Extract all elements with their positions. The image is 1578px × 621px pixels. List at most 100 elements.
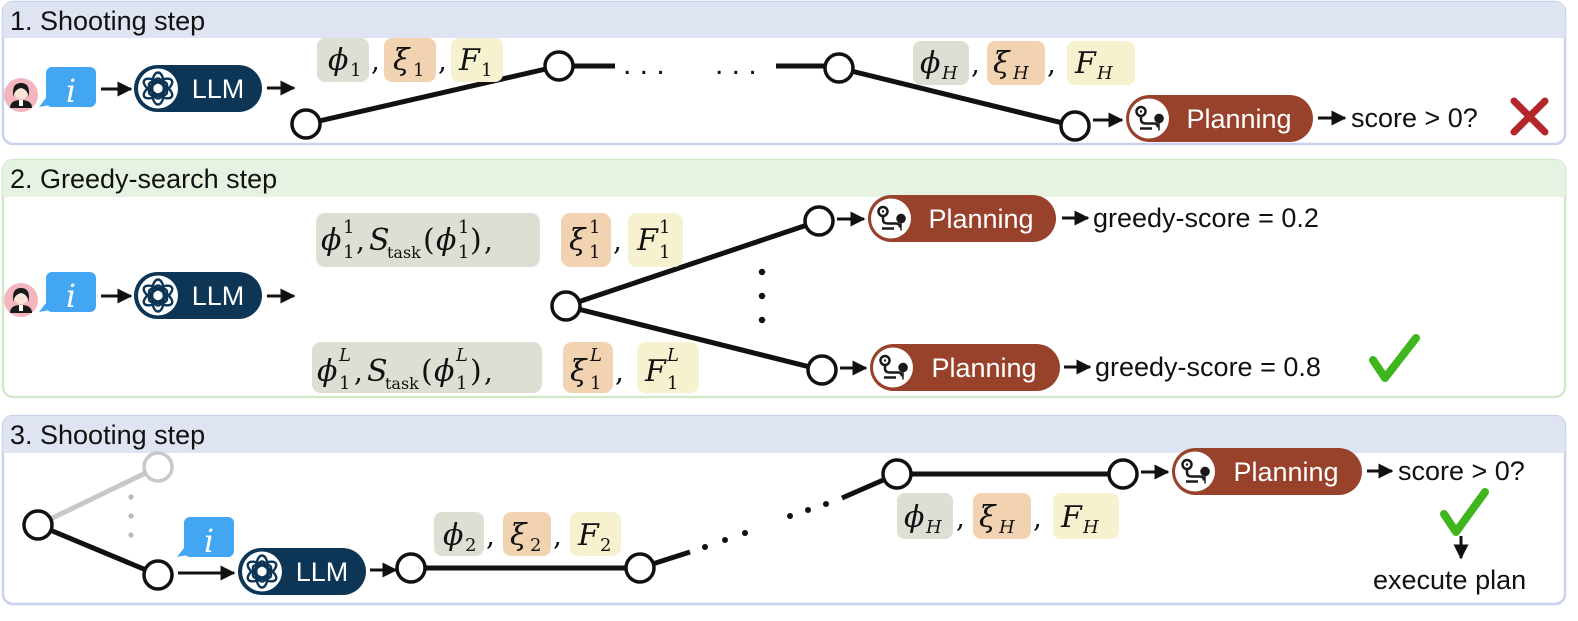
svg-text:,: ,	[1047, 47, 1056, 80]
svg-text:,: ,	[956, 501, 965, 534]
chip-xi-bottom: ξ L 1	[563, 342, 613, 394]
svg-text:ϕ: ϕ	[904, 500, 924, 535]
svg-text:L: L	[338, 345, 351, 366]
node-h-end	[1107, 458, 1139, 490]
chip-f-2: F 2	[570, 512, 621, 556]
svg-text:,: ,	[356, 224, 365, 257]
node-2-end	[624, 552, 656, 584]
branch-root	[550, 290, 582, 322]
svg-text:F: F	[644, 354, 667, 389]
svg-text:): )	[470, 354, 482, 389]
llm-node: LLM	[238, 548, 366, 595]
info-bubble-icon: i	[39, 67, 96, 110]
svg-text:ξ: ξ	[993, 46, 1011, 81]
chip-phi-h3: ϕ H	[897, 493, 953, 539]
node-2-start	[395, 552, 427, 584]
svg-text:i: i	[66, 277, 76, 315]
chip-xi-h: ξ H	[987, 41, 1045, 85]
check-mark-icon	[1440, 488, 1489, 536]
svg-text:F: F	[458, 43, 481, 78]
svg-text:ξ: ξ	[510, 518, 528, 553]
svg-text:1: 1	[456, 373, 467, 394]
svg-text:ϕ: ϕ	[317, 354, 337, 389]
svg-text:S: S	[369, 223, 390, 258]
chip-xi-top: ξ 1 1	[561, 213, 611, 267]
chosen-node	[142, 559, 174, 591]
svg-text:,: ,	[613, 224, 622, 257]
svg-text:ξ: ξ	[569, 223, 587, 258]
svg-text:1: 1	[413, 60, 424, 81]
branch-top	[803, 205, 835, 237]
svg-text:,: ,	[354, 355, 363, 388]
svg-text:1: 1	[659, 217, 670, 238]
score-question: score > 0?	[1398, 456, 1525, 486]
svg-text:ξ: ξ	[979, 500, 997, 535]
node-h	[823, 52, 855, 84]
svg-text:,: ,	[438, 44, 447, 77]
openai-logo-icon	[136, 274, 180, 317]
chip-phi-h: ϕ H	[913, 41, 969, 85]
svg-text:H: H	[1096, 63, 1113, 84]
svg-text:1: 1	[343, 242, 354, 263]
branch-bottom	[806, 354, 838, 386]
svg-text:H: H	[1012, 63, 1029, 84]
chip-phi-1: ϕ 1	[317, 38, 369, 82]
info-bubble-icon: i	[39, 272, 96, 315]
diagonal-dots-1	[702, 530, 748, 550]
greedy-score-bottom: greedy-score = 0.8	[1095, 352, 1321, 382]
svg-text:task: task	[387, 243, 421, 262]
user-avatar-icon	[4, 283, 38, 317]
svg-text:L: L	[666, 345, 679, 366]
panel-title: 1. Shooting step	[10, 6, 205, 36]
svg-text:(: (	[423, 223, 435, 258]
node-h-start	[881, 458, 913, 490]
svg-text:task: task	[385, 374, 419, 393]
svg-text:2: 2	[600, 535, 611, 556]
check-mark-icon	[1369, 334, 1420, 382]
panel-title: 2. Greedy-search step	[10, 164, 277, 194]
panel-shooting-1: 1. Shooting step i LLM . . . . . . ϕ 1	[1, 0, 1567, 146]
svg-text:1: 1	[590, 373, 601, 394]
chip-phi-s-top: ϕ 1 1 , S task ( ϕ 1 1 ) ,	[316, 213, 540, 267]
planning-node-bottom: Planning	[870, 344, 1060, 391]
chip-phi-s-bottom: ϕ L 1 , S task ( ϕ L 1 ) ,	[312, 342, 542, 394]
planning-node: Planning	[1126, 95, 1313, 142]
faded-vertical-dots	[128, 494, 134, 538]
svg-text:ξ: ξ	[393, 43, 411, 78]
svg-text:i: i	[66, 72, 76, 110]
svg-text:ϕ: ϕ	[443, 518, 463, 553]
svg-text:LLM: LLM	[296, 557, 349, 587]
svg-text:Planning: Planning	[1186, 104, 1291, 134]
execute-plan-label: execute plan	[1373, 565, 1526, 595]
route-planning-icon	[1173, 450, 1217, 493]
svg-text:H: H	[1082, 517, 1099, 538]
svg-text:1: 1	[659, 242, 670, 263]
svg-text:ϕ: ϕ	[436, 223, 456, 258]
root-node	[22, 509, 54, 541]
faded-node	[142, 451, 174, 483]
greedy-score-top: greedy-score = 0.2	[1093, 203, 1319, 233]
user-avatar-icon	[4, 78, 38, 112]
svg-text:1: 1	[343, 217, 354, 238]
svg-text:,: ,	[971, 47, 980, 80]
node-start	[290, 108, 322, 140]
llm-node: LLM	[134, 65, 262, 112]
svg-text:LLM: LLM	[192, 74, 245, 104]
svg-text:H: H	[998, 517, 1015, 538]
node-end	[1059, 110, 1091, 142]
svg-text:2: 2	[530, 535, 541, 556]
panel-title: 3. Shooting step	[10, 420, 205, 450]
svg-text:,: ,	[484, 355, 493, 388]
chip-f-h: F H	[1067, 41, 1135, 85]
svg-text:1: 1	[458, 217, 469, 238]
svg-text:1: 1	[589, 217, 600, 238]
score-question: score > 0?	[1351, 103, 1478, 133]
svg-text:i: i	[204, 522, 214, 560]
svg-text:2: 2	[465, 535, 476, 556]
svg-text:Planning: Planning	[1233, 457, 1338, 487]
svg-text:ξ: ξ	[570, 354, 588, 389]
svg-text:ϕ: ϕ	[321, 223, 341, 258]
svg-text:1: 1	[339, 373, 350, 394]
svg-text:,: ,	[615, 355, 624, 388]
chip-f-h3: F H	[1053, 493, 1119, 539]
